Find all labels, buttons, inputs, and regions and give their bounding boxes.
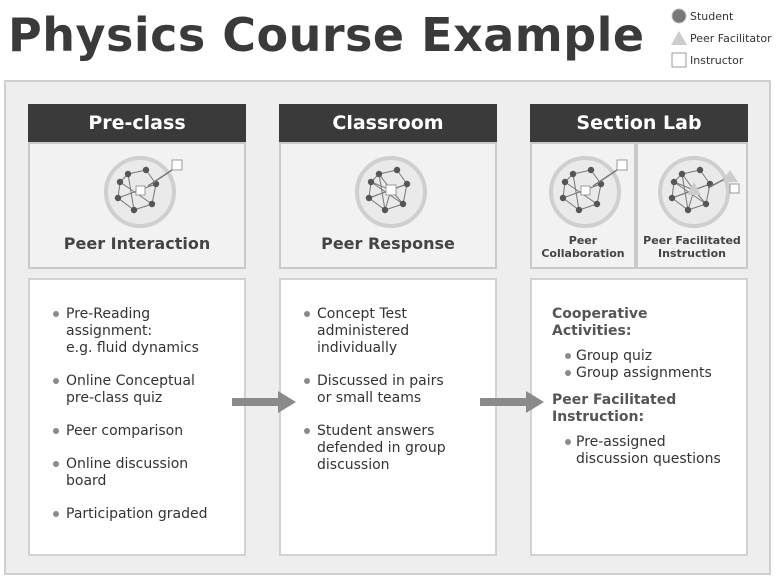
panel-label-peer-collaboration: Peer Collaboration <box>541 234 625 260</box>
legend-item-peer-facilitator: Peer Facilitator <box>668 27 772 49</box>
header-classroom: Classroom <box>279 104 497 142</box>
panel-peer-response: Peer Response <box>279 142 497 269</box>
panel-peer-facilitated-instruction: Peer Facilitated Instruction <box>636 142 748 269</box>
peer-facilitated-network-icon <box>658 156 740 228</box>
header-preclass: Pre-class <box>28 104 246 142</box>
panel-label-peer-interaction: Peer Interaction <box>63 234 211 253</box>
list-item: Concept Test administered individually <box>301 306 485 357</box>
list-item: Online discussion board <box>50 456 234 490</box>
page-title: Physics Course Example <box>8 8 645 62</box>
card-preclass: Pre-Reading assignment: e.g. fluid dynam… <box>28 278 246 556</box>
panel-peer-collaboration: Peer Collaboration <box>530 142 636 269</box>
arrow-right-icon <box>480 391 544 413</box>
list-item: Student answers defended in group discus… <box>301 423 485 474</box>
list-item: Group quiz <box>562 348 736 365</box>
list-item: Pre-assigned discussion questions <box>562 434 736 468</box>
legend: Student Peer Facilitator Instructor <box>668 5 772 71</box>
list-item: Online Conceptual pre-class quiz <box>50 373 234 407</box>
peer-response-network-icon <box>355 156 427 228</box>
legend-item-instructor: Instructor <box>668 49 772 71</box>
header-section-lab: Section Lab <box>530 104 748 142</box>
card-section-lab: Cooperative Activities: Group quiz Group… <box>530 278 748 556</box>
list-item: Participation graded <box>50 506 234 523</box>
list-item: Group assignments <box>562 365 736 382</box>
panel-label-peer-facilitated-instruction: Peer Facilitated Instruction <box>643 234 741 260</box>
legend-item-student: Student <box>668 5 772 27</box>
legend-label-student: Student <box>690 9 734 23</box>
cooperative-activities-heading: Cooperative Activities: <box>552 306 648 339</box>
card-classroom: Concept Test administered individually D… <box>279 278 497 556</box>
list-item: Discussed in pairs or small teams <box>301 373 485 407</box>
list-item: Peer comparison <box>50 423 234 440</box>
list-item: Pre-Reading assignment: e.g. fluid dynam… <box>50 306 234 357</box>
panel-peer-interaction: Peer Interaction <box>28 142 246 269</box>
panel-label-peer-response: Peer Response <box>321 234 455 253</box>
peer-interaction-network-icon <box>104 156 183 228</box>
arrow-right-icon <box>232 391 296 413</box>
peer-facilitated-instruction-heading: Peer Facilitated Instruction: <box>552 392 677 425</box>
legend-label-peer-facilitator: Peer Facilitator <box>690 31 772 45</box>
peer-facilitator-icon <box>668 30 690 46</box>
peer-collaboration-network-icon <box>549 156 628 228</box>
instructor-icon <box>668 52 690 68</box>
student-icon <box>668 8 690 24</box>
legend-label-instructor: Instructor <box>690 53 744 67</box>
